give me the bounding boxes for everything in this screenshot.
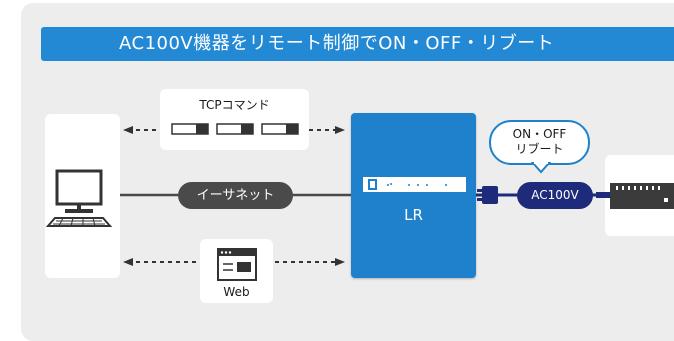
- speech-bubble: [489, 120, 590, 174]
- ac100v-pill: AC100V: [517, 182, 593, 209]
- tcp-arrow: [123, 126, 345, 134]
- lr-front-panel: [363, 177, 466, 192]
- tcp-command-label: TCPコマンド: [199, 98, 270, 112]
- pc-icon: [45, 169, 113, 227]
- bubble-line-2: リブート: [515, 142, 564, 156]
- browser-window-icon: [217, 248, 257, 281]
- pc-card: [45, 114, 120, 278]
- ethernet-pill: イーサネット: [178, 182, 293, 209]
- lr-label: LR: [404, 206, 423, 224]
- web-arrow: [123, 258, 345, 266]
- power-strip-icon: [596, 183, 674, 209]
- bubble-line-1: ON・OFF: [512, 127, 567, 141]
- lr-panel-details: [368, 179, 447, 190]
- bubble-text: ON・OFF リブート: [490, 127, 589, 157]
- command-blocks-icon: [171, 123, 299, 135]
- tcp-command-card: TCPコマンド: [160, 89, 309, 150]
- plug-icon: [477, 186, 498, 204]
- title-banner: AC100V機器をリモート制御でON・OFF・リブート: [41, 27, 674, 61]
- web-label: Web: [223, 285, 250, 299]
- lr-device: [351, 113, 476, 278]
